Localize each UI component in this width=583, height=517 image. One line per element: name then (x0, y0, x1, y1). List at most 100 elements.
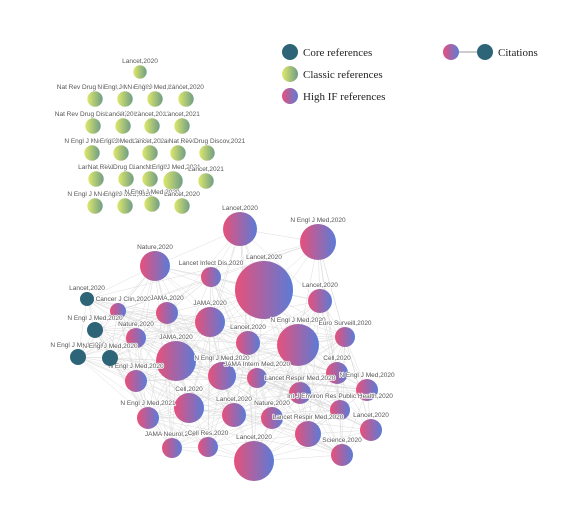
core-reference-node[interactable]: N Engl J Med,2020 (67, 314, 124, 338)
classic-reference-node[interactable]: Lancet,2020 (121, 57, 159, 80)
high-if-reference-node[interactable]: N Engl J Med,2021 (120, 399, 177, 429)
classic-reference-node[interactable]: Lancet,2020 (159, 137, 197, 162)
high-if-reference-node[interactable]: Int J Environ Res Public Health,2020 (286, 392, 394, 420)
node-circle (110, 303, 126, 319)
high-if-reference-node[interactable]: JAMA,2020 (149, 294, 185, 324)
node-label: Lancet,2021 (78, 164, 114, 171)
classic-reference-node[interactable]: N Engl J Med,2020 (124, 188, 181, 213)
node-label: Cell,2020 (175, 386, 203, 393)
high-if-reference-node[interactable]: Cell,2020 (322, 354, 352, 384)
high-if-reference-node[interactable]: Nature,2020 (136, 243, 174, 281)
classic-reference-node[interactable]: Lancet,2021 (187, 165, 225, 190)
citation-edge (147, 417, 343, 456)
node-label: N Engl J Med,2021 (120, 400, 176, 407)
node-label: CA Cancer J Clin,2020 (85, 296, 151, 303)
node-circle (162, 170, 184, 192)
high-if-reference-node[interactable]: Lancet Respir Med,2020 (264, 374, 337, 404)
classic-reference-node[interactable]: Lancet,2021 (131, 163, 169, 188)
legend-core[interactable]: Core references (282, 44, 372, 60)
high-if-reference-node[interactable]: JAMA Intern Med,2020 (223, 360, 291, 388)
legend-citations[interactable]: Citations (443, 44, 538, 60)
citation-edge (341, 336, 346, 456)
citation-edge (188, 300, 321, 409)
high-if-reference-node[interactable]: CA Cancer J Clin,2020 (84, 295, 152, 319)
high-if-reference-node[interactable]: Lancet Infect Dis,2020 (178, 259, 245, 287)
high-if-reference-node[interactable]: Lancet Respir Med,2020 (272, 413, 345, 447)
citation-edge (77, 356, 149, 419)
node-label: Lancet,2020 (222, 205, 258, 212)
node-label: N Engl J Med,2020 (64, 138, 120, 145)
citation-edge (135, 337, 249, 344)
citation-edge (77, 276, 212, 358)
node-label: Lancet,2020 (122, 58, 158, 65)
core-reference-node[interactable]: Lancet,2020 (68, 284, 106, 306)
high-if-reference-node[interactable]: Lancet,2020 (301, 281, 339, 313)
citation-edge (166, 312, 173, 449)
classic-reference-node[interactable]: N Engl J Med,2020 (67, 190, 124, 215)
classic-reference-node[interactable]: Lancet,2020 (167, 83, 205, 108)
classic-reference-node[interactable]: N Engl J Med,2020 (97, 190, 154, 215)
node-circle (143, 117, 161, 135)
legend-high-if[interactable]: High IF references (282, 88, 385, 104)
high-if-reference-node[interactable]: Lancet,2020 (221, 204, 259, 246)
classic-reference-node[interactable]: N Engl J Med,2020 (97, 83, 154, 108)
high-if-reference-node[interactable]: N Engl J Med,2020 (290, 216, 347, 260)
node-circle (277, 324, 319, 366)
classic-reference-node[interactable]: N Engl J Med,2021 (145, 163, 202, 192)
classic-reference-node[interactable]: N Engl J Med,2020 (64, 137, 121, 162)
node-label: JAMA,2020 (193, 300, 227, 307)
high-if-reference-node[interactable]: JAMA,2020 (192, 299, 228, 337)
classic-reference-node[interactable]: N Engl J Med,2021 (93, 137, 150, 162)
high-if-reference-node[interactable]: Lancet,2020 (229, 323, 267, 355)
classic-reference-node[interactable]: Lancet,2021 (77, 163, 115, 188)
classic-reference-node[interactable]: Lancet,2020 (104, 110, 142, 135)
node-label: Lancet Respir Med,2020 (273, 414, 344, 421)
classic-reference-node[interactable]: Lancet,2021 (133, 110, 171, 135)
node-circle (87, 170, 105, 188)
core-reference-node[interactable]: N Engl J Med,2020 (82, 342, 139, 366)
citation-edge (299, 389, 368, 394)
classic-reference-node[interactable]: Nat Rev Drug Discov,2021 (87, 163, 165, 188)
high-if-reference-node[interactable]: Science,2020 (322, 436, 363, 466)
core-reference-node[interactable]: N Engl J Med,2020 (50, 341, 107, 365)
legend-citations-label: Citations (498, 47, 538, 59)
high-if-reference-node[interactable]: Lancet,2020 (234, 433, 274, 481)
high-if-reference-node[interactable]: Lancet,2020 (352, 411, 390, 441)
citation-edge (239, 228, 321, 302)
citation-edge (94, 329, 149, 419)
classic-reference-node[interactable]: Nat Rev Drug Discov,2021 (56, 83, 134, 108)
classic-reference-node[interactable]: N Engl J Med,2020 (127, 83, 184, 108)
node-circle (222, 403, 246, 427)
high-if-reference-node[interactable]: JAMA,2020 (156, 333, 196, 381)
node-label: N Engl J Med,2020 (82, 343, 138, 350)
high-if-reference-node[interactable]: N Engl J Med,2020 (108, 362, 165, 392)
high-if-reference-node[interactable]: Cell Res,2020 (187, 429, 230, 457)
classic-reference-node[interactable]: Lancet,2021 (131, 137, 169, 162)
legend-classic[interactable]: Classic references (282, 66, 383, 82)
high-if-reference-node[interactable]: Nature,2020 (253, 399, 291, 429)
high-if-reference-node[interactable]: Euro Surveill,2020 (318, 319, 373, 347)
node-circle (235, 261, 293, 319)
classic-reference-node[interactable]: Lancet,2021 (163, 110, 201, 135)
classic-reference-node[interactable]: Nat Rev Drug Discov,2021 (54, 110, 132, 135)
citation-edge (210, 276, 258, 379)
high-if-reference-node[interactable]: N Engl J Med,2020 (194, 354, 251, 390)
citation-edge (271, 336, 346, 419)
high-if-reference-node[interactable]: N Engl J Med,2020 (270, 316, 327, 366)
high-if-reference-node[interactable]: Nature,2020 (117, 320, 155, 348)
high-if-reference-node[interactable]: Lancet,2020 (215, 395, 253, 427)
classic-reference-node[interactable]: Lancet,2020 (163, 190, 201, 215)
high-if-reference-node[interactable]: JAMA Neurol,2020 (144, 430, 200, 458)
citation-edge (210, 276, 249, 344)
node-circle (173, 197, 191, 215)
high-if-reference-node[interactable]: N Engl J Med,2020 (339, 371, 396, 401)
high-if-reference-node[interactable]: Cell,2020 (174, 385, 204, 423)
classic-reference-node[interactable]: Nat Rev Drug Discov,2021 (168, 137, 246, 162)
legend-core-swatch (282, 44, 298, 60)
citation-edge (109, 265, 156, 359)
node-label: Lancet,2021 (188, 166, 224, 173)
node-label: Lancet,2021 (164, 111, 200, 118)
citation-edge (271, 389, 368, 419)
high-if-reference-node[interactable]: Lancet,2020 (235, 253, 293, 319)
